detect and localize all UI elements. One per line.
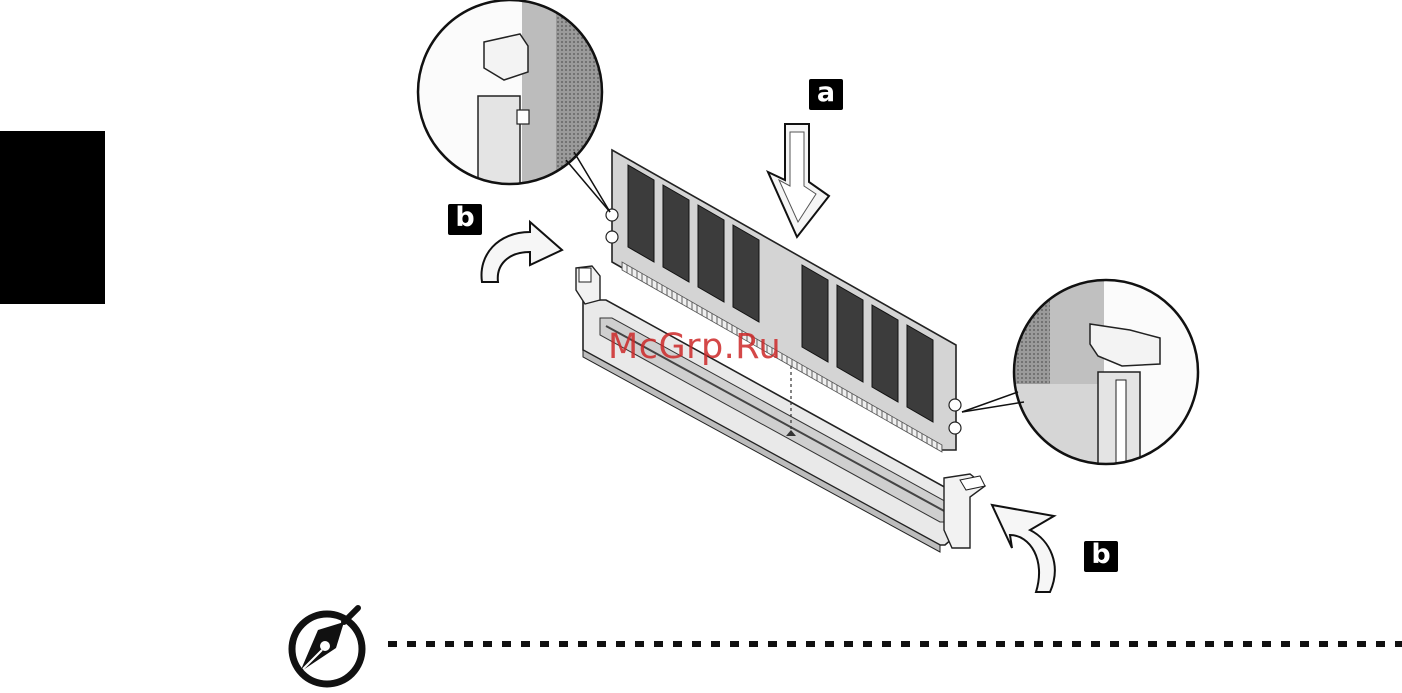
- left-slot-latch: [576, 266, 600, 304]
- pen-nib-icon: [292, 608, 362, 684]
- right-latch-detail-zoom: [962, 280, 1198, 464]
- callout-label-a: a: [809, 79, 843, 110]
- insert-arrow-down-icon: [768, 124, 829, 237]
- callout-label-b-right: b: [1084, 541, 1118, 572]
- note-dotted-separator: [388, 641, 1402, 647]
- open-latch-arrow-right-icon: [992, 505, 1055, 592]
- watermark-text: McGrp.Ru: [608, 327, 781, 367]
- callout-label-b-left: b: [448, 204, 482, 235]
- left-latch-detail-zoom: [418, 0, 610, 212]
- open-latch-arrow-left-icon: [481, 222, 562, 282]
- right-slot-latch: [944, 474, 985, 548]
